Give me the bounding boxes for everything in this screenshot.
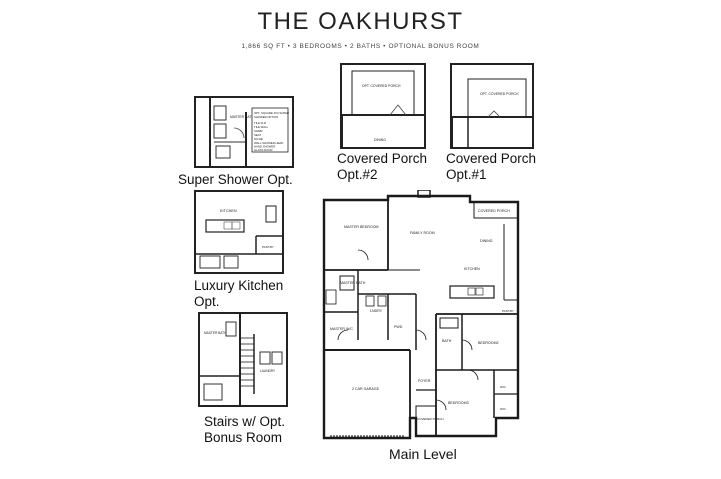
super-shower-note-1: SHOWER OPTION	[254, 115, 278, 119]
room-kitchen: KITCHEN	[464, 267, 480, 271]
room-family-room: FAMILY ROOM	[410, 231, 435, 235]
room-foyer: FOYER	[418, 379, 431, 383]
porch-opt2-drawing: OPT. COVERED PORCH DINING	[341, 70, 424, 147]
room-pantry: PANTRY	[502, 309, 514, 313]
super-shower-note-7: WALL SHOWER HEAD	[254, 141, 283, 145]
porch-opt2-caption-line1: Covered Porch	[337, 151, 428, 166]
room-dining: DINING	[480, 239, 493, 243]
super-shower-note-4: SHWR	[254, 129, 263, 133]
room-wic2: W/C	[500, 407, 507, 411]
luxury-kitchen-drawing: KITCHEN PANTRY	[196, 205, 282, 269]
porch-opt1-caption: Covered Porch Opt.#1	[446, 151, 556, 183]
room-master-bedroom: MASTER BEDROOM	[344, 225, 379, 229]
stairs-bonus-caption: Stairs w/ Opt. Bonus Room	[204, 414, 314, 446]
room-wic1: W/C	[500, 385, 507, 389]
luxury-kitchen-caption-line1: Luxury Kitchen	[194, 278, 284, 293]
stairs-bonus-laundry-label: LAUNDRY	[260, 369, 276, 373]
stairs-bonus-bath-label: MASTER BATH	[204, 331, 227, 335]
super-shower-room-label: MASTER BATH	[230, 115, 254, 119]
porch-opt2-dining-label: DINING	[374, 138, 386, 142]
porch-opt2-label: OPT. COVERED PORCH	[362, 84, 401, 88]
page-title: THE OAKHURST	[257, 8, 464, 35]
room-master-wic: MASTER W/C	[330, 327, 353, 331]
super-shower-caption: Super Shower Opt.	[178, 172, 293, 187]
porch-opt1-plan: OPT. COVERED PORCH	[450, 63, 534, 149]
super-shower-note-9: GLASS DOOR	[254, 148, 273, 152]
porch-opt1-label: OPT. COVERED PORCH	[480, 92, 519, 96]
super-shower-plan: MASTER BATH OPT. SQUARE 4X4 SUPER SHOWER…	[194, 96, 294, 168]
room-bedroom3: BEDROOM3	[448, 401, 469, 405]
super-shower-note-5: SEAT	[254, 133, 261, 137]
room-covered-porch-top: COVERED PORCH	[478, 209, 510, 213]
room-bedroom2: BEDROOM2	[478, 341, 499, 345]
super-shower-note-8: HAND SHOWER	[254, 145, 275, 149]
main-level-drawing: MASTER BEDROOM FAMILY ROOM COVERED PORCH…	[322, 189, 520, 440]
super-shower-note-2: TILE FLR	[254, 121, 266, 125]
page-subtitle: 1,866 SQ FT • 3 BEDROOMS • 2 BATHS • OPT…	[241, 43, 480, 50]
luxury-kitchen-plan: KITCHEN PANTRY	[194, 190, 284, 274]
porch-opt1-caption-line1: Covered Porch	[446, 151, 537, 166]
luxury-kitchen-room-label: KITCHEN	[220, 209, 237, 213]
porch-opt2-caption-line2: Opt.#2	[337, 167, 378, 182]
super-shower-note-0: OPT. SQUARE 4X4 SUPER	[254, 111, 289, 115]
porch-opt2-caption: Covered Porch Opt.#2	[337, 151, 447, 183]
stairs-bonus-plan: MASTER BATH LAUNDRY	[198, 312, 288, 407]
super-shower-drawing: MASTER BATH OPT. SQUARE 4X4 SUPER SHOWER…	[209, 98, 289, 166]
room-laundry: LNDRY	[370, 309, 383, 313]
main-level-plan: MASTER BEDROOM FAMILY ROOM COVERED PORCH…	[318, 189, 526, 442]
porch-opt1-caption-line2: Opt.#1	[446, 167, 487, 182]
super-shower-note-3: TILE WALL	[254, 125, 269, 129]
super-shower-note-6: NICHE	[254, 137, 263, 141]
porch-opt1-drawing: OPT. COVERED PORCH	[451, 78, 532, 147]
room-bath2: BATH	[442, 339, 452, 343]
luxury-kitchen-pantry-label: PANTRY	[262, 245, 274, 249]
room-garage: 2 CAR GARAGE	[352, 387, 380, 391]
room-pwd: PWD	[394, 325, 403, 329]
room-master-bath: MASTER BATH	[340, 281, 366, 285]
luxury-kitchen-caption: Luxury Kitchen Opt.	[194, 278, 304, 310]
room-covered-porch-front: COVERED PORCH	[417, 417, 444, 421]
luxury-kitchen-caption-line2: Opt.	[194, 294, 220, 309]
stairs-bonus-drawing: MASTER BATH LAUNDRY	[200, 314, 283, 405]
stairs-bonus-caption-line1: Stairs w/ Opt.	[204, 414, 286, 429]
stairs-bonus-caption-line2: Bonus Room	[204, 430, 283, 445]
main-level-caption: Main Level	[389, 446, 457, 462]
porch-opt2-plan: OPT. COVERED PORCH DINING	[340, 63, 426, 149]
